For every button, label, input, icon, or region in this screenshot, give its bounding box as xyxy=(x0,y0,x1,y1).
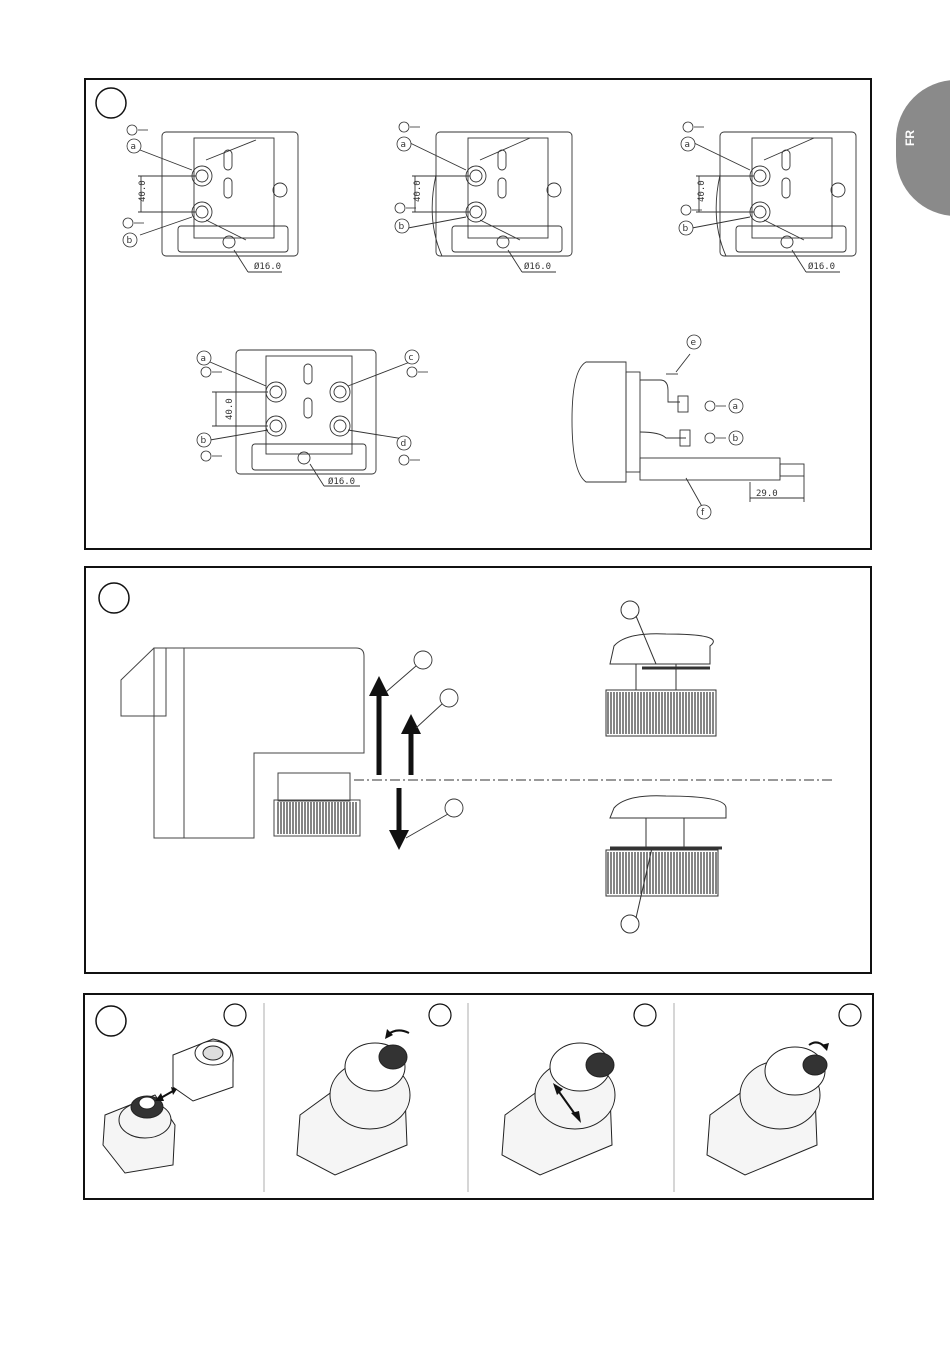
label-a-side-view: a xyxy=(729,399,743,413)
valve-side-view xyxy=(572,354,804,510)
figure-3-drawing xyxy=(85,995,876,1202)
dimension-40-view-2: 40.0 xyxy=(413,180,423,202)
dimension-40-view-3: 40.0 xyxy=(697,180,707,202)
svg-text:b: b xyxy=(399,222,405,232)
svg-text:b: b xyxy=(733,434,739,444)
label-a-view-1: a xyxy=(127,139,141,153)
valve-illustration-step-4 xyxy=(707,1047,827,1175)
label-b-view-1: b xyxy=(123,233,137,247)
valve-illustration-step-3 xyxy=(502,1043,615,1175)
dimension-40-view-1: 40.0 xyxy=(138,180,148,202)
svg-text:d: d xyxy=(401,439,407,449)
svg-text:b: b xyxy=(201,436,207,446)
label-a-view-2: a xyxy=(397,137,411,151)
flow-icon-side-view xyxy=(705,401,726,443)
down-arrow xyxy=(389,788,409,850)
thermostatic-head-cap xyxy=(173,1039,233,1101)
valve-illustration-step-1 xyxy=(103,1095,175,1173)
figure-number-circle xyxy=(96,1006,126,1036)
figure-panel-3 xyxy=(83,993,874,1200)
svg-text:e: e xyxy=(691,338,697,348)
double-arrow-icon xyxy=(155,1087,177,1101)
step-2-circle xyxy=(429,1004,451,1026)
svg-text:a: a xyxy=(131,142,137,152)
flow-icon-view-4 xyxy=(201,367,428,465)
step-4-circle xyxy=(839,1004,861,1026)
figure-panel-2 xyxy=(84,566,872,974)
knob-ridges xyxy=(278,802,356,834)
label-b-side-view: b xyxy=(729,431,743,445)
up-arrow-large xyxy=(369,676,389,775)
label-b-view-3: b xyxy=(679,221,693,235)
svg-text:b: b xyxy=(683,224,689,234)
svg-text:a: a xyxy=(401,140,407,150)
label-e-side-view: e xyxy=(687,335,701,349)
figure-1-drawing: a b 40.0 Ø16.0 a b 40.0 Ø16.0 xyxy=(86,80,874,552)
up-arrow-small xyxy=(401,714,421,775)
svg-text:b: b xyxy=(127,236,133,246)
top-knob-ridges xyxy=(608,692,713,734)
figure-panel-1: a b 40.0 Ø16.0 a b 40.0 Ø16.0 xyxy=(84,78,872,550)
label-a-view-4: a xyxy=(197,351,211,365)
language-tab-label: FR xyxy=(903,130,917,146)
bottom-knob-ridges xyxy=(608,852,716,894)
svg-text:a: a xyxy=(201,354,207,364)
dimension-diameter-view-2: Ø16.0 xyxy=(524,261,551,272)
valve-body-view-4 xyxy=(210,350,410,486)
valve-body-view-3 xyxy=(692,132,856,272)
actuator-body xyxy=(121,648,364,838)
valve-illustration-step-2 xyxy=(297,1043,410,1175)
svg-text:c: c xyxy=(409,353,414,363)
label-b-view-2: b xyxy=(395,219,409,233)
dimension-29-side-view: 29.0 xyxy=(756,489,778,499)
step-3-circle xyxy=(634,1004,656,1026)
valve-body-view-2 xyxy=(408,132,572,272)
label-a-view-3: a xyxy=(681,137,695,151)
figure-2-drawing xyxy=(86,568,874,976)
label-f-side-view: f xyxy=(697,505,711,519)
dimension-diameter-view-1: Ø16.0 xyxy=(254,261,281,272)
step-1-circle xyxy=(224,1004,246,1026)
detail-bottom-view xyxy=(606,796,726,933)
svg-text:a: a xyxy=(685,140,691,150)
dimension-40-view-4: 40.0 xyxy=(225,398,235,420)
label-d-view-4: d xyxy=(397,436,411,450)
valve-body-view-1 xyxy=(138,132,298,272)
label-c-view-4: c xyxy=(405,350,419,364)
rotate-arrow-head xyxy=(385,1029,393,1039)
dimension-diameter-view-4: Ø16.0 xyxy=(328,476,355,487)
figure-number-circle xyxy=(99,583,129,613)
svg-text:a: a xyxy=(733,402,739,412)
dimension-diameter-view-3: Ø16.0 xyxy=(808,261,835,272)
language-tab xyxy=(896,80,950,216)
label-b-view-4: b xyxy=(197,433,211,447)
figure-number-circle xyxy=(96,88,126,118)
